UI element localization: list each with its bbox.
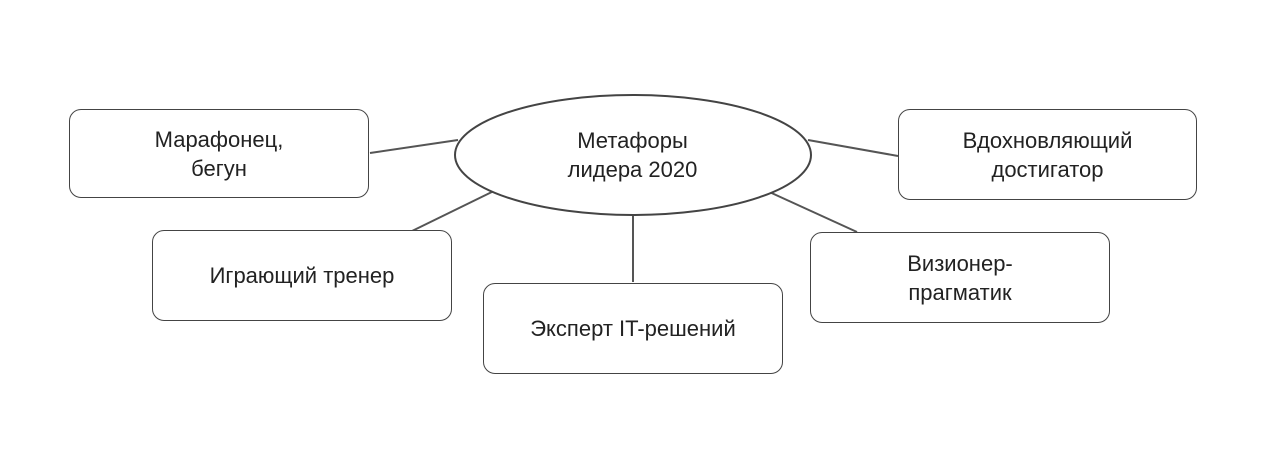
node-it-expert-line-1: Эксперт IT-решений [530,316,736,341]
node-marathon-line-1: Марафонец, [154,126,284,152]
connector-inspiring [807,139,899,157]
node-marathon: Марафонец, бегун [69,109,369,198]
node-visionary-line-2: прагматик [908,279,1012,305]
connector-visionary [764,189,858,233]
center-ellipse [454,94,812,216]
center-label-line-1: Метафоры [577,128,688,153]
connector-marathon [369,139,459,154]
node-it-expert: Эксперт IT-решений [483,283,783,374]
node-inspiring: Вдохновляющий достигатор [898,109,1197,200]
node-playing-coach: Играющий тренер [152,230,452,321]
center-label-line-2: лидера 2020 [567,157,698,182]
node-visionary-line-1: Визионер- [907,250,1013,276]
node-inspiring-line-1: Вдохновляющий [962,127,1133,153]
center-label: Метафоры лидера 2020 [455,115,810,195]
node-visionary: Визионер- прагматик [810,232,1110,323]
node-playing-coach-line-1: Играющий тренер [209,263,395,288]
node-marathon-line-2: бегун [191,155,247,181]
node-inspiring-line-2: достигатор [991,156,1104,182]
connector-playing-coach [409,187,501,233]
